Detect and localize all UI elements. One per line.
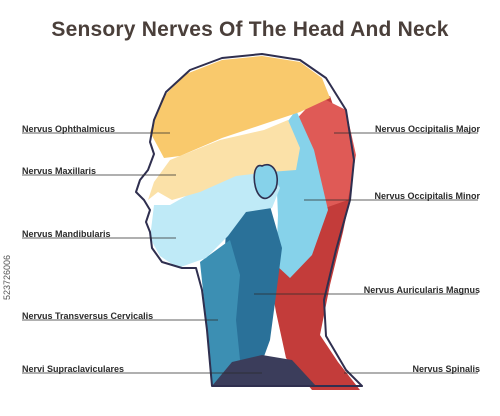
region-maxillaris — [148, 120, 300, 200]
label-nervus-occipitalis-major: Nervus Occipitalis Major — [374, 124, 480, 134]
label-nervus-occipitalis-minor: Nervus Occipitalis Minor — [374, 191, 480, 201]
label-nervus-transversus-cervicalis: Nervus Transversus Cervicalis — [22, 311, 154, 321]
label-nervus-auricularis-magnus: Nervus Auricularis Magnus — [363, 285, 480, 295]
label-nervus-spinalis: Nervus Spinalis — [412, 364, 480, 374]
region-occipitalis-major — [288, 96, 356, 208]
label-nervus-ophthalmicus: Nervus Ophthalmicus — [22, 124, 116, 134]
label-nervus-maxillaris: Nervus Maxillaris — [22, 166, 97, 176]
label-nervus-mandibularis: Nervus Mandibularis — [22, 229, 111, 239]
stock-id: 523726006 — [2, 254, 12, 300]
diagram-title: Sensory Nerves Of The Head And Neck — [51, 18, 449, 41]
leader-lines — [22, 132, 478, 374]
region-ophthalmicus — [150, 56, 330, 158]
region-transversus-cervicalis — [200, 240, 240, 385]
head-outline — [135, 53, 363, 387]
ear-outline — [253, 163, 278, 200]
label-nervi-supraclaviculares: Nervi Supraclaviculares — [22, 364, 125, 374]
region-auricularis-magnus — [224, 206, 282, 368]
region-supraclaviculares — [212, 355, 316, 386]
region-mandibularis — [150, 170, 280, 268]
